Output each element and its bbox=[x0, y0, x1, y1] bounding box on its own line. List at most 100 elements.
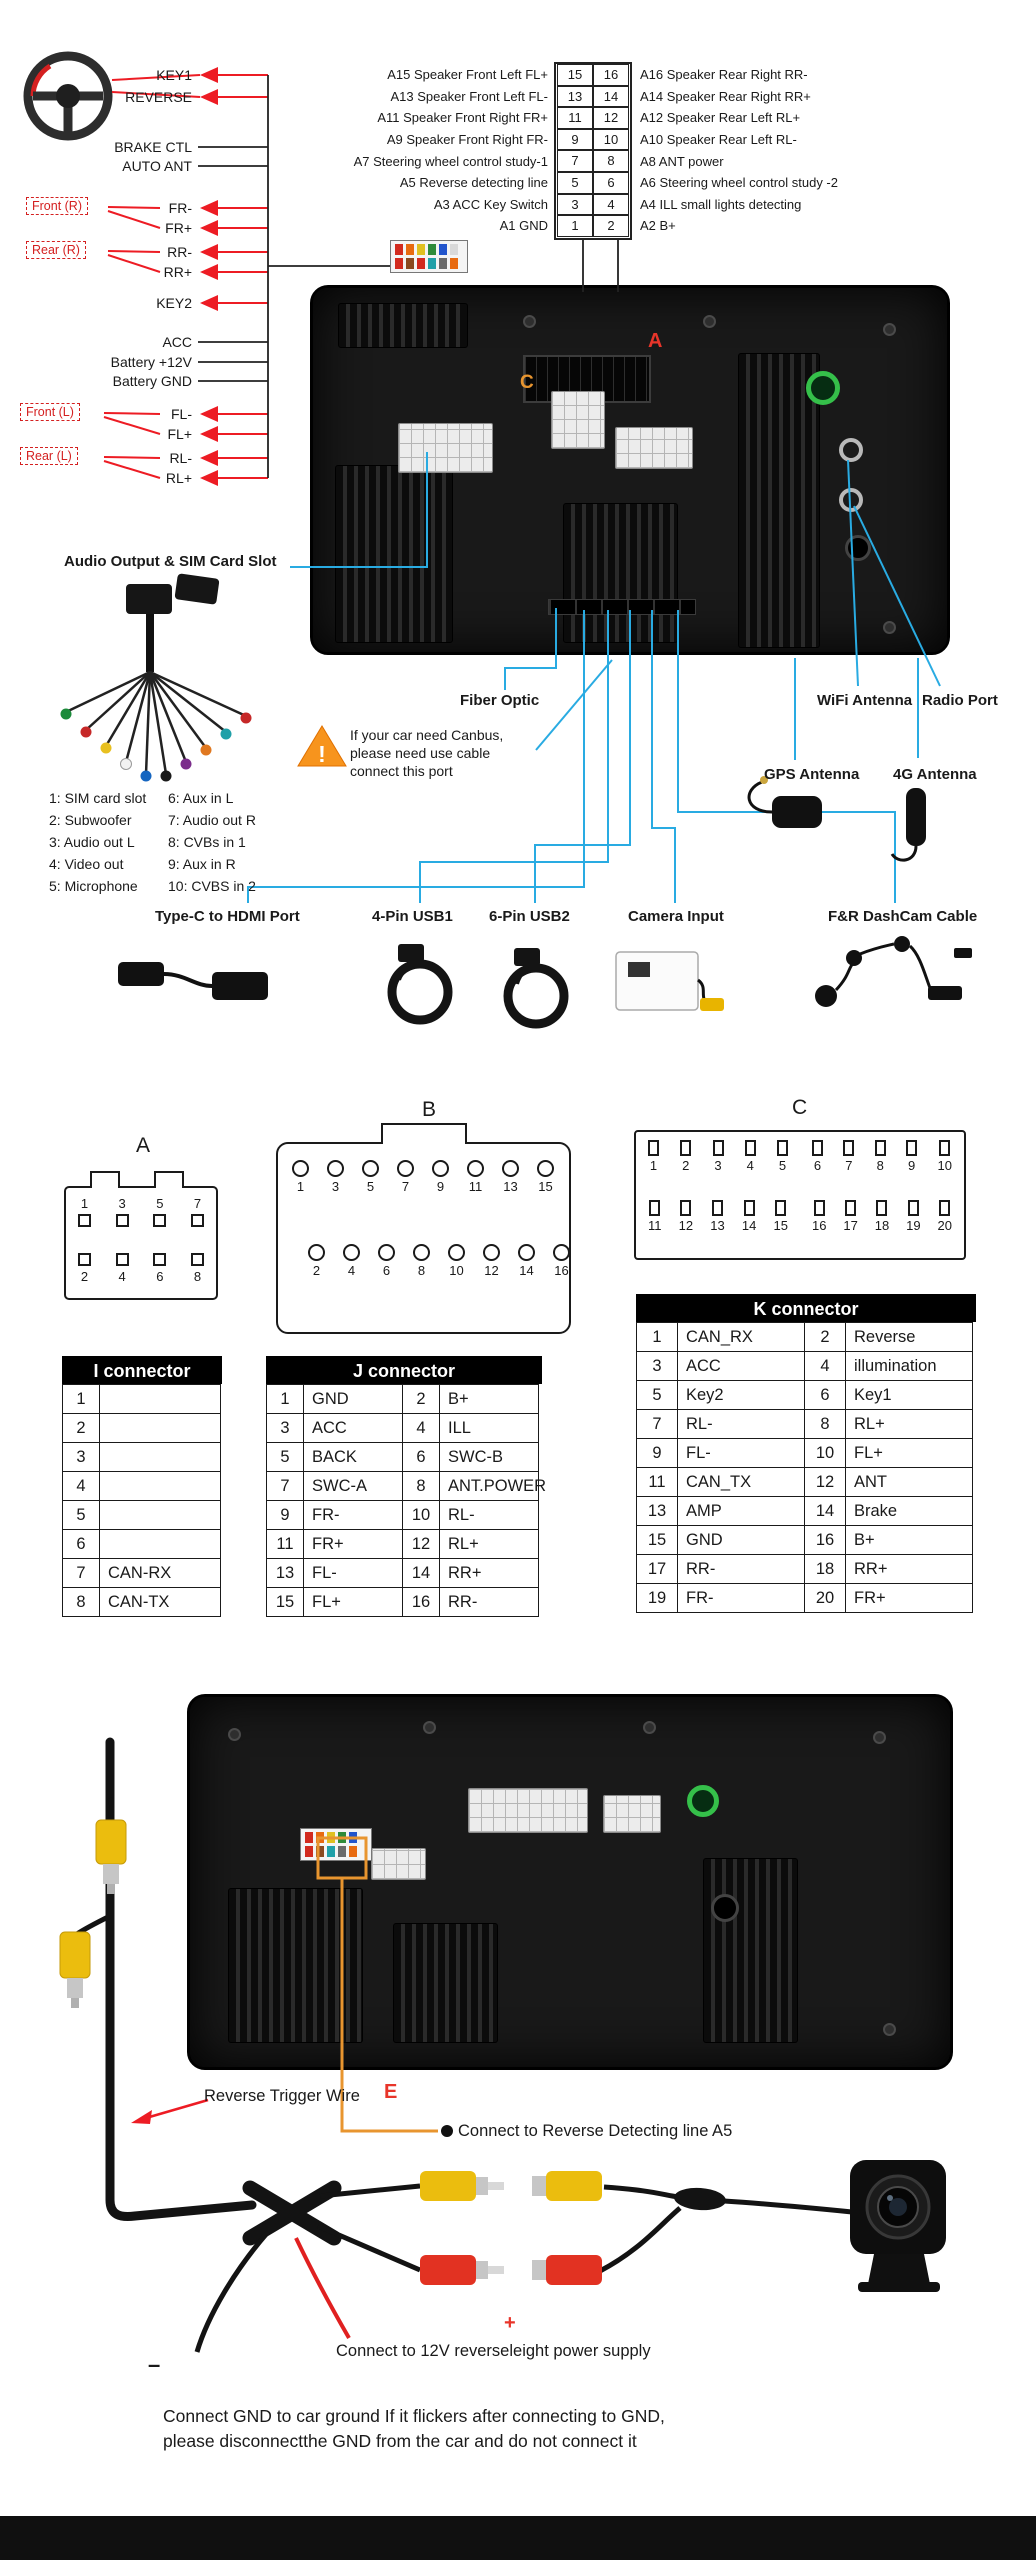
pin-number: 9 bbox=[557, 128, 593, 151]
pin-row bbox=[305, 1832, 367, 1843]
connector-block bbox=[603, 1795, 661, 1833]
table-row: 17 RR- 18 RR+ bbox=[636, 1554, 973, 1584]
signal-cell: ACC bbox=[303, 1413, 403, 1443]
bottom-bar bbox=[0, 2516, 1036, 2560]
pin: 5 bbox=[777, 1138, 788, 1173]
pin-number-cell: 18 bbox=[804, 1554, 846, 1584]
speaker-grille bbox=[228, 1888, 363, 2043]
pin: 5 bbox=[362, 1158, 379, 1194]
plus-marker: + bbox=[504, 2312, 516, 2334]
pin: 14 bbox=[742, 1198, 756, 1233]
pin-hole bbox=[537, 1160, 554, 1177]
pin: 9 bbox=[906, 1138, 918, 1173]
pin: 2 bbox=[78, 1250, 91, 1284]
pin-label-left: A1 GND bbox=[499, 218, 548, 234]
pin-number: 11 bbox=[557, 107, 593, 129]
lte-antenna-label: 4G Antenna bbox=[893, 766, 977, 783]
pin-number-cell: 7 bbox=[266, 1471, 304, 1501]
pin-slot bbox=[939, 1200, 951, 1216]
screw bbox=[523, 315, 536, 328]
pin-slot bbox=[78, 1253, 91, 1266]
signal-cell: RL- bbox=[439, 1500, 539, 1530]
head-unit-rear-view-2 bbox=[187, 1694, 953, 2070]
pin-hole bbox=[378, 1244, 395, 1261]
signal-cell bbox=[99, 1413, 221, 1443]
pin-slot bbox=[777, 1140, 788, 1156]
connector-tab bbox=[154, 1171, 184, 1188]
table-row: 19 FR- 20 FR+ bbox=[636, 1583, 973, 1613]
screw bbox=[883, 2023, 896, 2036]
pin-slot bbox=[907, 1200, 919, 1216]
screw bbox=[228, 1728, 241, 1741]
connector-block bbox=[371, 1848, 426, 1880]
connector-a-pinout: A15 Speaker Front Left FL+ 15 16 A16 Spe… bbox=[205, 64, 838, 237]
canbus-note: If your car need Canbus, please need use… bbox=[350, 727, 504, 779]
pin: 7 bbox=[843, 1138, 855, 1173]
pin-hole bbox=[413, 1244, 430, 1261]
speaker-group-rear-r: Rear (R) bbox=[26, 241, 86, 259]
gps-antenna-label: GPS Antenna bbox=[764, 766, 860, 783]
pin-label-right: A6 Steering wheel control study -2 bbox=[640, 175, 838, 191]
legend-row: 5: Microphone 10: CVBS in 2 bbox=[49, 878, 256, 900]
connector-a-letter: A bbox=[136, 1134, 151, 1157]
pin: 16 bbox=[553, 1242, 570, 1278]
pin-slot bbox=[813, 1200, 825, 1216]
pin-slot bbox=[712, 1140, 724, 1156]
wire-label-key1: KEY1 bbox=[156, 67, 192, 83]
connector-b-letter: B bbox=[422, 1098, 437, 1121]
gnd-note-line2: please disconnectthe GND from the car an… bbox=[163, 2431, 637, 2451]
pin-slot bbox=[744, 1140, 756, 1156]
signal-cell: CAN-TX bbox=[99, 1587, 221, 1617]
pin: 12 bbox=[483, 1242, 500, 1278]
pin: 3 bbox=[327, 1158, 344, 1194]
pin: 4 bbox=[343, 1242, 360, 1278]
signal-cell: ACC bbox=[677, 1351, 805, 1381]
unit-marker-c: C bbox=[520, 372, 534, 393]
pin-number-cell: 4 bbox=[804, 1351, 846, 1381]
antenna-jack-green bbox=[806, 371, 840, 405]
pin-hole bbox=[362, 1160, 379, 1177]
dashcam-cable-label: F&R DashCam Cable bbox=[828, 908, 978, 925]
pin-number-cell: 15 bbox=[266, 1587, 304, 1617]
audio-sim-label: Audio Output & SIM Card Slot bbox=[64, 553, 277, 570]
pin-slot bbox=[115, 1214, 129, 1227]
pin-number-cell: 13 bbox=[636, 1496, 678, 1526]
rca-pair-red bbox=[420, 2255, 602, 2285]
pin: 19 bbox=[906, 1198, 921, 1233]
screw bbox=[423, 1721, 436, 1734]
pin-label-right: A16 Speaker Rear Right RR- bbox=[640, 67, 808, 83]
pin-number: 1 bbox=[557, 215, 593, 237]
screw bbox=[873, 1731, 886, 1744]
pin-row bbox=[395, 258, 463, 269]
pin-number-cell: 5 bbox=[62, 1500, 100, 1530]
warning-icon: ! bbox=[297, 725, 347, 767]
connector-tab bbox=[381, 1123, 467, 1144]
pin-hole bbox=[553, 1244, 570, 1261]
k-connector-header: K connector bbox=[636, 1294, 976, 1322]
signal-cell: FR- bbox=[677, 1583, 805, 1613]
speaker-grille bbox=[703, 1858, 798, 2043]
reverse-power-note: Connect to 12V reverseleight power suppl… bbox=[336, 2342, 651, 2360]
table-row: 3 ACC 4 illumination bbox=[636, 1351, 973, 1381]
legend-row: 3: Audio out L 8: CVBs in 1 bbox=[49, 834, 256, 856]
pin: 8 bbox=[190, 1250, 204, 1284]
pin: 15 bbox=[774, 1198, 788, 1233]
pin-number-cell: 10 bbox=[402, 1500, 440, 1530]
pin: 4 bbox=[744, 1138, 756, 1173]
signal-cell: RR+ bbox=[439, 1558, 539, 1588]
pin-number-cell: 7 bbox=[62, 1558, 100, 1588]
legend-row: 4: Video out 9: Aux in R bbox=[49, 856, 256, 878]
svg-text:!: ! bbox=[318, 741, 326, 767]
pin-number-cell: 6 bbox=[804, 1380, 846, 1410]
wire-label-rr-minus: RR- bbox=[167, 244, 192, 260]
table-row: 4 bbox=[62, 1471, 221, 1501]
pinout-row: A13 Speaker Front Left FL- 13 14 A14 Spe… bbox=[205, 85, 838, 108]
pin-slot bbox=[874, 1140, 886, 1156]
pin-slot bbox=[906, 1140, 918, 1156]
j-connector-table: 1 GND 2 B+ 3 ACC 4 ILL 5 BACK 6 SWC-B 7 bbox=[266, 1384, 546, 1617]
pin-number: 2 bbox=[593, 215, 629, 237]
steering-wheel-graphic bbox=[23, 51, 113, 141]
signal-cell: RL+ bbox=[439, 1529, 539, 1559]
wire-label-rl-plus: RL+ bbox=[165, 470, 192, 486]
